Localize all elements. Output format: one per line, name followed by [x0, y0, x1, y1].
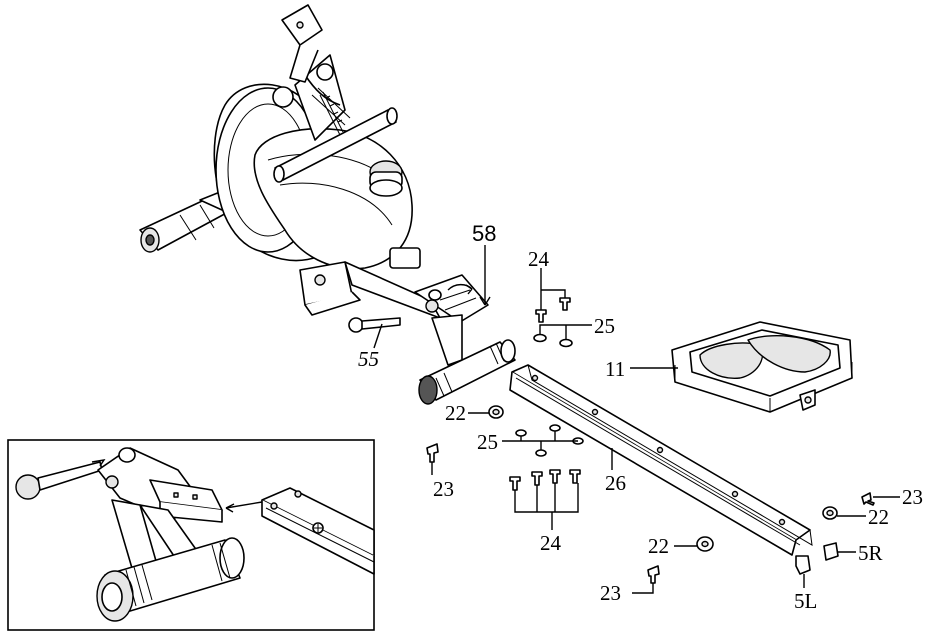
label-22-left: 22 [445, 401, 466, 425]
label-11: 11 [605, 357, 625, 381]
label-23-bottom: 23 [600, 581, 621, 605]
part-24-top-bolts [535, 297, 571, 323]
label-25-top: 25 [594, 314, 615, 338]
machine-body [139, 4, 516, 405]
part-25-top-washers [533, 333, 573, 348]
label-24-bottom: 24 [540, 531, 562, 555]
label-26: 26 [605, 471, 626, 495]
label-22-right: 22 [868, 505, 889, 529]
label-22-bottom: 22 [648, 534, 669, 558]
label-55: 55 [358, 347, 379, 371]
label-24-top: 24 [528, 247, 550, 271]
leader-lines [373, 245, 900, 594]
label-5L: 5L [794, 589, 817, 613]
part-26-rail [509, 364, 813, 556]
label-23-right: 23 [902, 485, 923, 509]
part-22-spacers [488, 405, 838, 552]
label-23-left: 23 [433, 477, 454, 501]
detail-inset [7, 439, 375, 631]
part-23-bolts [426, 443, 875, 584]
part-24-bottom-bolts [509, 469, 581, 491]
label-25-mid: 25 [477, 430, 498, 454]
part-labels: 58 24 25 55 11 22 25 23 26 24 23 22 22 5… [358, 221, 923, 613]
part-55-pin [348, 317, 401, 333]
label-58: 58 [472, 221, 496, 246]
label-5R: 5R [858, 541, 883, 565]
part-5-end-caps [795, 542, 839, 575]
part-11-pedal [671, 321, 853, 413]
